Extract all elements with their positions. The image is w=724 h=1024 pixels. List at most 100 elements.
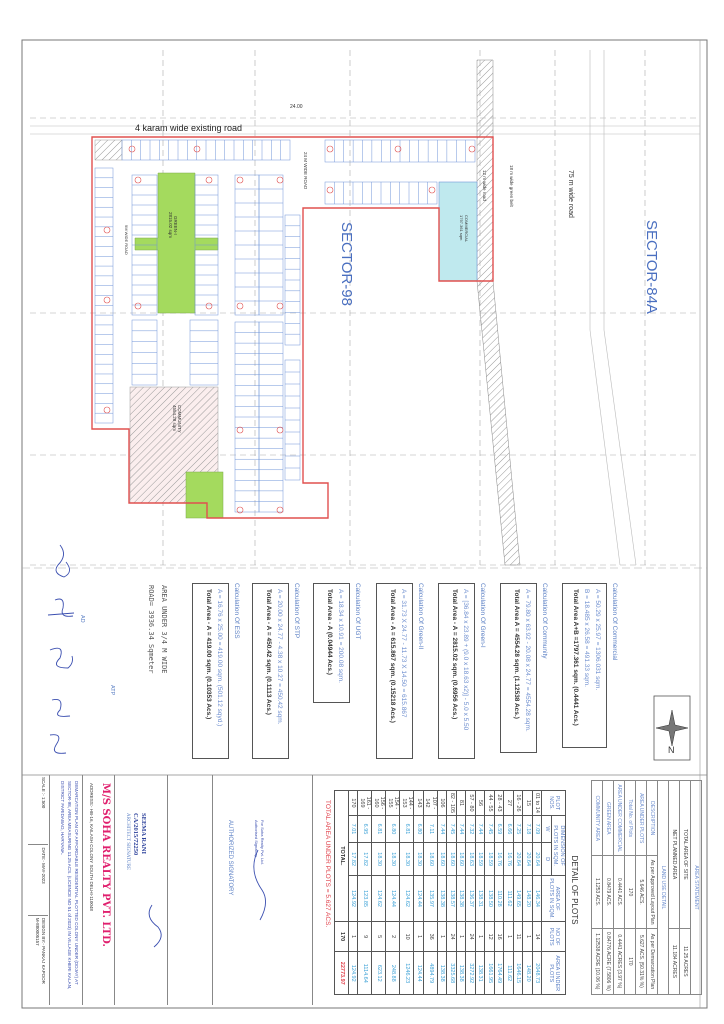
table-cell: 7.01: [348, 815, 358, 843]
table-cell: 20.64: [513, 842, 523, 876]
calculation-title: Calculation Of ESS: [233, 583, 240, 639]
table-cell: 6.81: [372, 815, 386, 843]
plot-marker: [205, 176, 213, 184]
table-cell: 6.66: [504, 815, 514, 843]
table-cell: 14: [532, 921, 542, 952]
calculation-title: Calculation Of UGT: [354, 583, 361, 640]
table-cell: 1: [523, 921, 533, 952]
table-cell: 138.38: [437, 951, 447, 995]
calculation-line: B = 18.485 x 26.58 = 491.33 sqm.: [583, 589, 590, 687]
plot-marker: [394, 145, 402, 153]
calculation-total: Total Area - A (0.04944 Acs.): [326, 589, 333, 675]
scale-label: SCALE :- 1:500: [28, 775, 48, 846]
table-cell: 56: [475, 790, 485, 816]
table-cell: 11: [513, 921, 523, 952]
table-cell: 111.62: [504, 875, 514, 922]
table-cell: 138.50: [485, 875, 495, 922]
table-cell: 124.44: [414, 875, 424, 922]
table-cell: 1646.15: [513, 951, 523, 995]
table-cell: 15: [523, 790, 533, 816]
table-cell: 6.80: [386, 815, 400, 843]
table-cell: 154 - 155: [386, 790, 400, 816]
table-cell: 138.31: [475, 951, 485, 995]
area-statement-cell: 0.4441 ACRES (3.97 %): [613, 928, 625, 995]
col-subheader: D: [542, 842, 552, 876]
divider: [167, 775, 168, 1005]
table-cell: 6.80: [414, 815, 424, 843]
company-stamp: For Soha Realty Pvt. Ltd. Authorised Sig…: [253, 820, 265, 865]
stamp-line: For Soha Realty Pvt. Ltd.: [260, 820, 265, 865]
table-cell: 138.31: [475, 875, 485, 922]
plot-marker: [103, 226, 111, 234]
table-cell: 7.44: [437, 815, 447, 843]
table-cell: 124.92: [348, 875, 358, 922]
table-cell: 7.44: [456, 815, 466, 843]
col-header: AREA UNDER PLOTS: [542, 951, 566, 995]
authorized-signatory-label: AUTHORIZED SIGNATORY: [227, 820, 233, 896]
calculation-title: Calculation Of Community: [541, 583, 548, 659]
calculation-box: A = 20.00 x 24.77 - 4.38 x 10.27 = 450.4…: [252, 583, 289, 759]
calculation-line: A = 18.34 x 10.91 = 200.08 sqm.: [337, 589, 344, 683]
green-1-park: [134, 172, 219, 314]
table-cell: 7.32: [466, 815, 476, 843]
calculation-title: Calculation Of Green-I: [479, 583, 486, 648]
header-cell: As per Approved Layout Plan: [646, 855, 658, 929]
table-cell: 18.60: [456, 842, 466, 876]
total-area-under-plots: TOTAL AREA UNDER PLOTS = 5.627 ACS.: [324, 800, 331, 928]
plot-marker: [468, 145, 476, 153]
table-cell: 1: [504, 921, 514, 952]
col-header: PLOT NOS.: [542, 790, 566, 816]
road-24m-label: 24 M WIDE ROAD: [303, 152, 308, 190]
plot-marker: [236, 426, 244, 434]
table-cell: 20.64: [532, 842, 542, 876]
area-statement-cell: 170: [624, 928, 636, 995]
green-belt-hatch: [476, 59, 521, 566]
table-cell: 1: [348, 921, 358, 952]
table-cell: 18.30: [372, 842, 386, 876]
plot-marker: [326, 186, 334, 194]
calculation-box: A = 79.80 x 63.92 - 20.08 x 24.77 = 4554…: [500, 583, 537, 753]
table-cell: 82 - 105: [447, 790, 457, 816]
architect-signature-label: ARCHITECT SIGNATURE: [125, 813, 130, 870]
table-cell: 1: [475, 921, 485, 952]
table-cell: 1: [437, 921, 447, 952]
signature-ad: AD: [79, 615, 85, 623]
calculation-total: Total Area - A = 2815.02 sqm. (0.6956 Ac…: [451, 589, 458, 720]
road-note-line: ROAD= 3936.34 Sqmeter: [147, 585, 155, 674]
table-cell: 2: [386, 921, 400, 952]
plot-markers: [103, 145, 476, 514]
table-cell: 138.38: [437, 875, 447, 922]
header-cell: DESCRIPTION: [646, 780, 658, 856]
calculation-total: Total Area A+B =1797.361 sqm. (0.4441 Ac…: [572, 589, 579, 726]
table-cell: 7.44: [475, 815, 485, 843]
table-cell: 124.44: [386, 875, 400, 922]
site-area-value: 11.25 ACRES: [679, 928, 691, 995]
calculation-box: A = 50.29 x 25.97 = 1306.031 sqm.B = 18.…: [562, 583, 607, 748]
plot-marker: [276, 302, 284, 310]
table-cell: 1246.23: [400, 951, 414, 995]
table-cell: 27: [504, 790, 514, 816]
architect-stamp: SEEMA RANI CA/2015/72250 ARCHITECT SIGNA…: [123, 813, 147, 870]
table-cell: 135.97: [423, 875, 438, 922]
road-area-note: AREA UNDER 3/4 M WIDE ROAD= 3936.34 Sqme…: [144, 585, 170, 674]
col-header: NO OF PLOTS: [542, 921, 566, 952]
calculation-title: Calculation Of Commercial: [611, 583, 618, 661]
calculation-total: Total Area - A = 419.00 sqm. (0.10353 Ac…: [205, 589, 212, 720]
table-cell: 161 - 169: [358, 790, 372, 816]
total-area: 22773.97: [334, 951, 349, 995]
table-cell: 1114.64: [358, 951, 372, 995]
